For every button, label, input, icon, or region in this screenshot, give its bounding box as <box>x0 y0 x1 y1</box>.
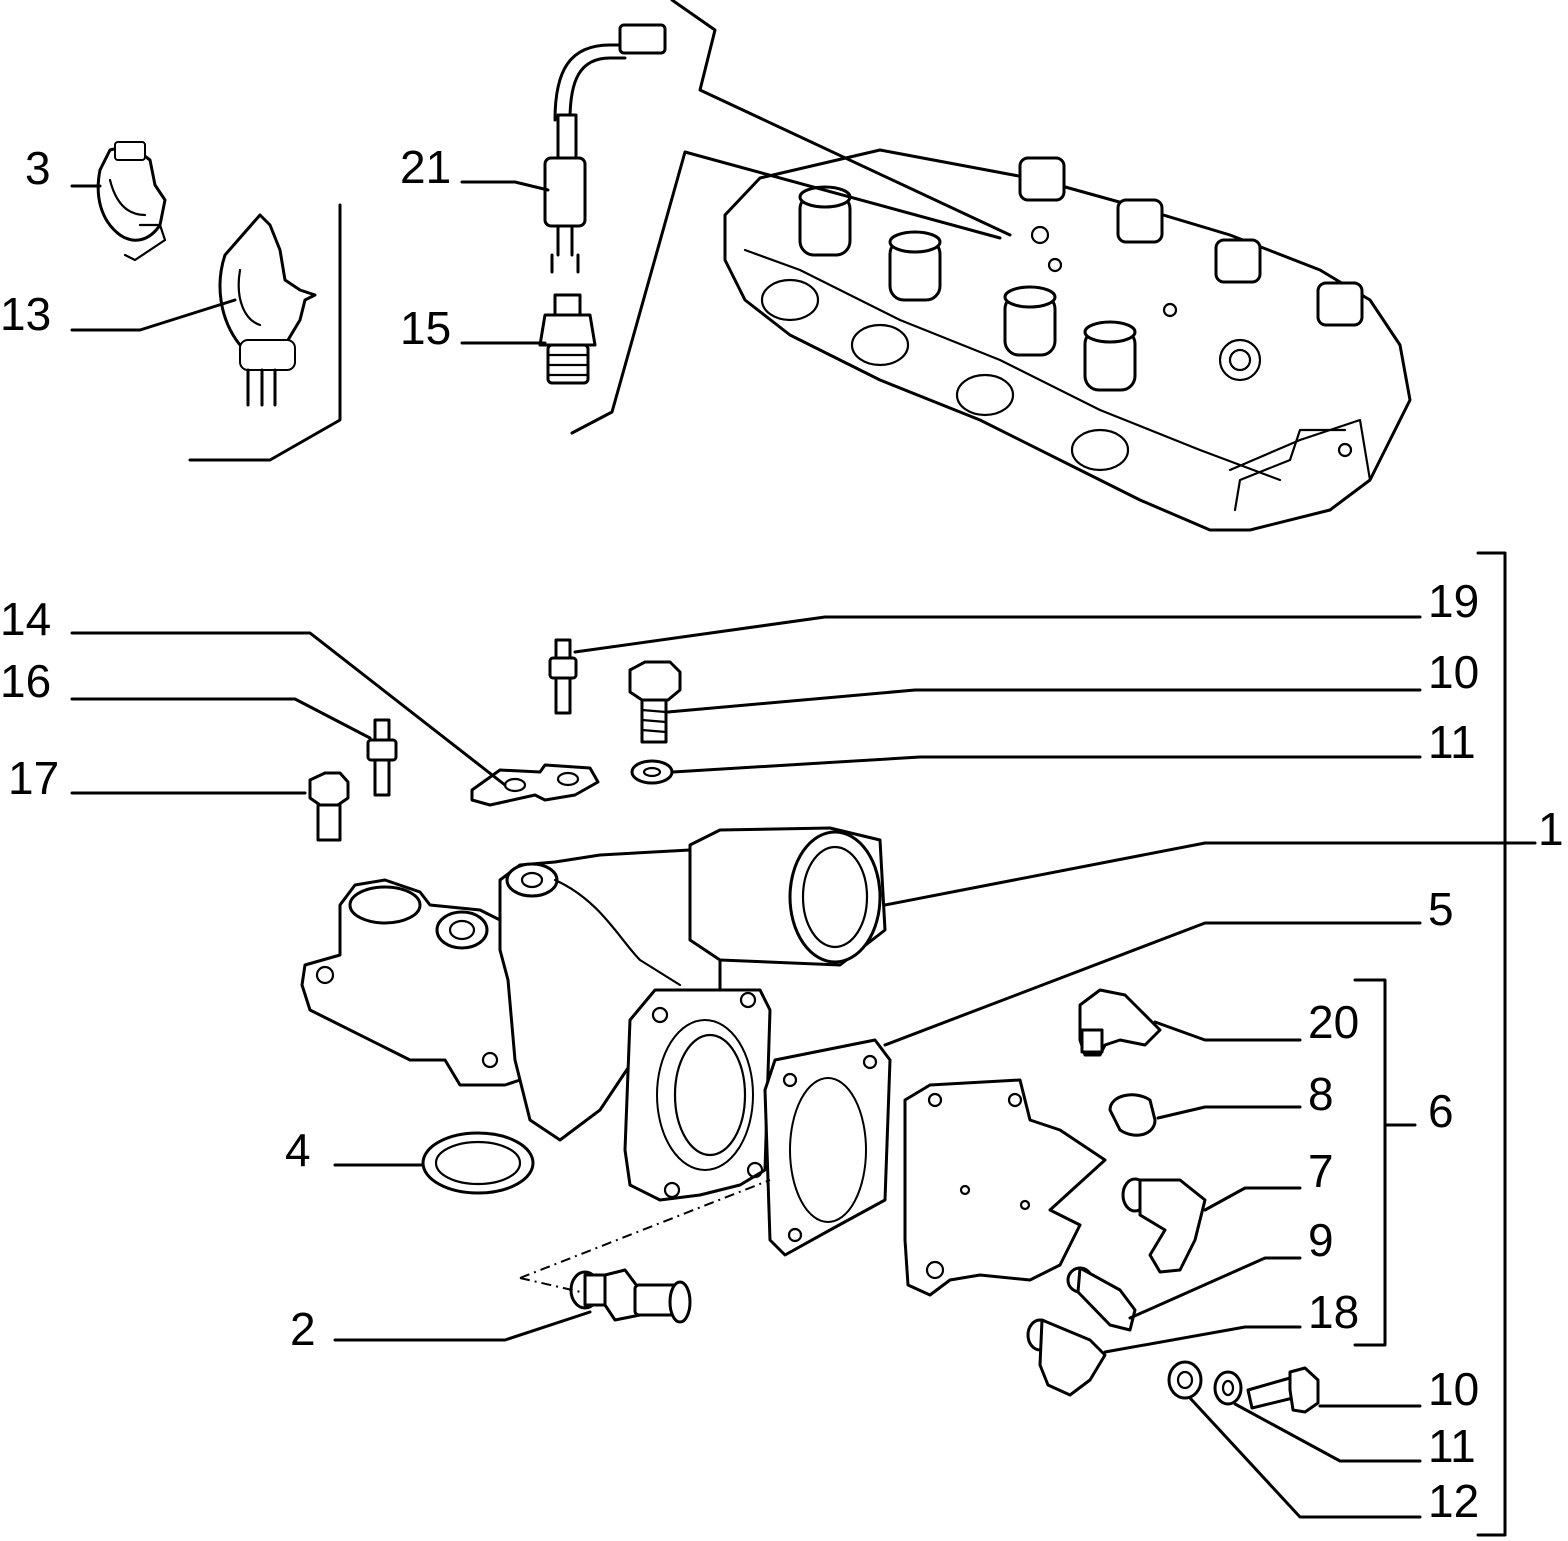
fitting-part-2 <box>569 1268 692 1324</box>
stud-part-18 <box>366 718 398 797</box>
callout-18: 16 <box>0 655 51 707</box>
bolt-part-19 <box>308 771 350 842</box>
callout-20: 20 <box>1308 996 1359 1048</box>
washer-part-12 <box>1167 1360 1203 1400</box>
elbow-fitting-part-7 <box>1121 1177 1207 1274</box>
tappet-group <box>798 185 1137 392</box>
cap-part-8 <box>1108 1093 1157 1137</box>
callout-11-bottom: 11 <box>1428 1420 1476 1472</box>
stud-part-13 <box>548 638 578 715</box>
cylinder-head-illustration <box>723 148 1412 532</box>
thermostat-housing-part-1 <box>300 826 887 1202</box>
callout-9: 9 <box>1308 1214 1334 1266</box>
callout-11-top: 11 <box>1428 716 1476 768</box>
bracket-plate-part-16 <box>470 763 600 807</box>
leader-to-head-2 <box>570 150 1002 435</box>
bolt-part-10-bottom <box>1246 1366 1320 1414</box>
callout-1: 1 <box>1538 803 1564 855</box>
group-bracket-1 <box>1476 551 1507 1537</box>
clamp-part-3 <box>96 141 167 262</box>
washer-part-11-bottom <box>1213 1370 1243 1406</box>
callout-4: 4 <box>285 1124 311 1176</box>
sensor-cable-part-21 <box>543 23 667 274</box>
gasket-part-5 <box>763 1038 892 1257</box>
callout-17: 15 <box>400 302 451 354</box>
callout-6: 6 <box>1428 1085 1454 1137</box>
elbow-fitting-part-20 <box>1078 988 1162 1057</box>
sensor-holder-part-15 <box>218 213 317 407</box>
thermostat-cover-part-6 <box>903 1078 1107 1297</box>
callout-12: 12 <box>1428 1475 1479 1527</box>
callout-19: 17 <box>8 752 59 804</box>
callout-8: 8 <box>1308 1068 1334 1120</box>
callout-2: 2 <box>290 1303 316 1355</box>
washer-part-11-top <box>630 759 674 785</box>
leader-to-head-1 <box>670 0 1012 237</box>
callout-10-bottom: 10 <box>1428 1363 1479 1415</box>
bolt-part-10-top <box>628 660 682 744</box>
callout-7: 7 <box>1308 1145 1334 1197</box>
union-fitting-part-9 <box>1066 1266 1137 1332</box>
group-bracket-15 <box>188 203 342 462</box>
callout-labels: 3 13 21 15 14 16 17 19 10 11 1 5 20 8 6 … <box>0 141 1564 1527</box>
injector-group <box>1018 156 1364 327</box>
callout-21: 21 <box>400 141 451 193</box>
callout-14: 18 <box>1308 1286 1359 1338</box>
callout-15: 13 <box>0 288 51 340</box>
leader-lines <box>70 180 1530 1519</box>
group-bracket-6 <box>1353 978 1387 1347</box>
fitting-part-14 <box>1026 1318 1107 1397</box>
callout-13: 19 <box>1428 575 1479 627</box>
callout-16: 14 <box>0 593 51 645</box>
callout-3: 3 <box>25 142 51 194</box>
callout-10-top: 10 <box>1428 646 1479 698</box>
callout-5: 5 <box>1428 883 1454 935</box>
temperature-sender-part-17 <box>538 293 597 385</box>
